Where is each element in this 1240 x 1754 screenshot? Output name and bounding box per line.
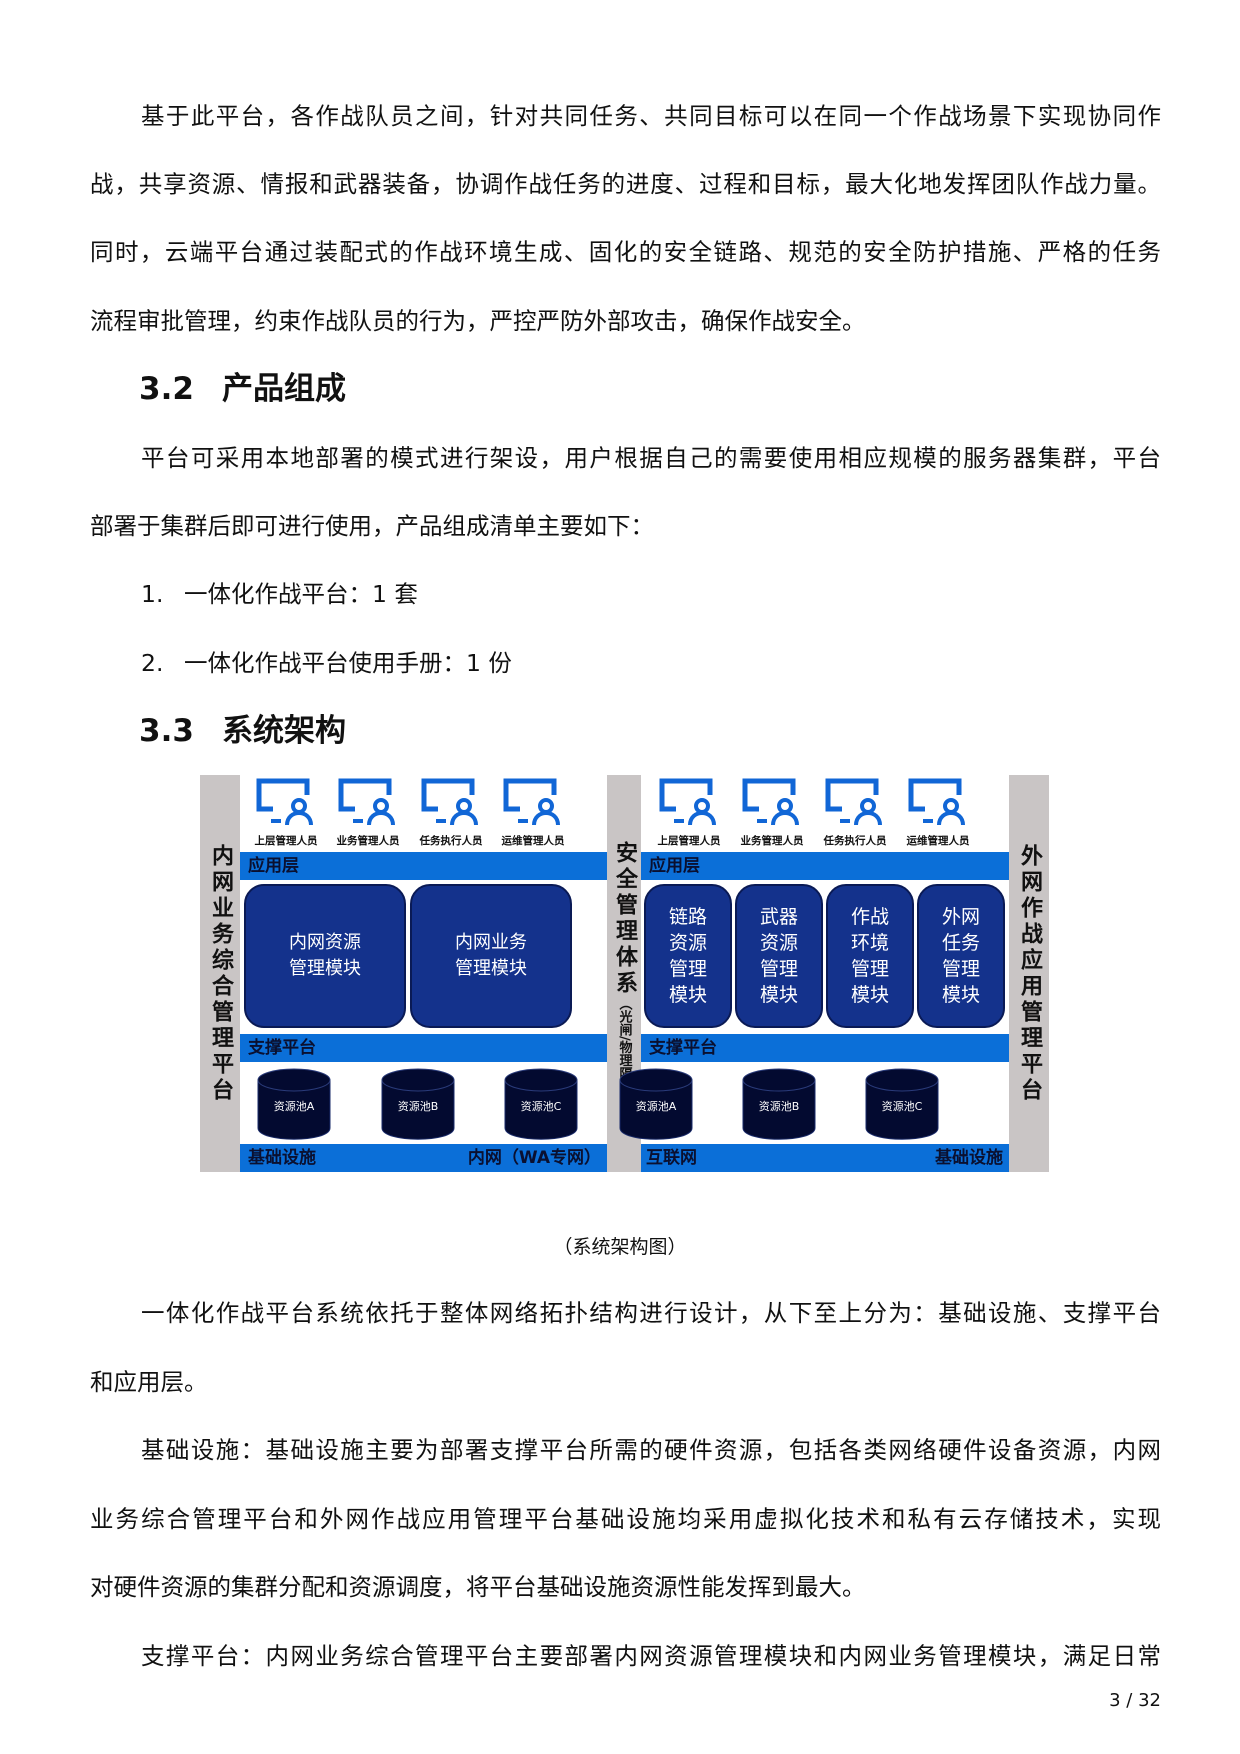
user-role: 业务管理人员 bbox=[328, 777, 408, 848]
user-role-label: 运维管理人员 bbox=[906, 835, 970, 847]
resource-pool-label: 资源池A bbox=[273, 1100, 315, 1113]
page-number: 3 / 32 bbox=[1109, 1690, 1161, 1711]
monitor-user-icon bbox=[421, 778, 478, 826]
database-cylinder-icon bbox=[504, 1068, 578, 1140]
list-number: 2. bbox=[141, 649, 164, 677]
bar-label: 支撑平台 bbox=[649, 1038, 717, 1058]
resource-pool: 资源池C bbox=[865, 1068, 939, 1140]
monitor-user-icon bbox=[659, 778, 716, 826]
user-role: 任务执行人员 bbox=[411, 777, 491, 848]
paragraph-line: 同时，云端平台通过装配式的作战环境生成、固化的安全链路、规范的安全防护措施、严格… bbox=[90, 238, 1161, 266]
paragraph-line: 部署于集群后即可进行使用，产品组成清单主要如下： bbox=[90, 512, 654, 540]
monitor-user-icon bbox=[503, 778, 560, 826]
side-label: 外网作战应用管理平台 bbox=[1017, 843, 1042, 1104]
section-title: 产品组成 bbox=[222, 371, 346, 407]
paragraph-line: 基于此平台，各作战队员之间，针对共同任务、共同目标可以在同一个作战场景下实现协同… bbox=[141, 102, 1161, 130]
paragraph-line: 战，共享资源、情报和武器装备，协调作战任务的进度、过程和目标，最大化地发挥团队作… bbox=[90, 170, 1161, 198]
user-role-label: 运维管理人员 bbox=[501, 835, 565, 847]
paragraph-line: 基础设施：基础设施主要为部署支撑平台所需的硬件资源，包括各类网络硬件设备资源，内… bbox=[141, 1436, 1161, 1464]
user-role-label: 业务管理人员 bbox=[336, 835, 400, 847]
monitor-user-icon bbox=[742, 778, 799, 826]
app-layer-bar: 应用层 bbox=[240, 852, 607, 880]
system-architecture-diagram: 内网业务综合管理平台 安全管理体系 （光闸/物理隔离） 外网作战应用管理平台 上… bbox=[200, 775, 1049, 1172]
user-role: 运维管理人员 bbox=[493, 777, 573, 848]
section-title: 系统架构 bbox=[222, 713, 346, 749]
bar-label: 基础设施 bbox=[935, 1148, 1003, 1168]
paragraph-line: 平台可采用本地部署的模式进行架设，用户根据自己的需要使用相应规模的服务器集群，平… bbox=[141, 444, 1161, 472]
resource-pool: 资源池A bbox=[619, 1068, 693, 1140]
module-box: 外网 任务 管理 模块 bbox=[917, 884, 1005, 1028]
resource-pool: 资源池C bbox=[504, 1068, 578, 1140]
database-cylinder-icon bbox=[619, 1068, 693, 1140]
bar-label: 应用层 bbox=[248, 856, 299, 876]
user-role-label: 任务执行人员 bbox=[823, 835, 887, 847]
list-item: 一体化作战平台：1 套 bbox=[184, 580, 418, 608]
paragraph-line: 和应用层。 bbox=[90, 1368, 208, 1396]
user-role: 上层管理人员 bbox=[246, 777, 326, 848]
network-label: 互联网 bbox=[646, 1148, 697, 1168]
section-number: 3.2 bbox=[139, 371, 194, 407]
list-item: 一体化作战平台使用手册：1 份 bbox=[184, 649, 512, 677]
user-role: 业务管理人员 bbox=[732, 777, 812, 848]
database-cylinder-icon bbox=[742, 1068, 816, 1140]
resource-pool: 资源池B bbox=[742, 1068, 816, 1140]
support-platform-bar: 支撑平台 bbox=[240, 1034, 607, 1062]
module-box: 作战 环境 管理 模块 bbox=[826, 884, 914, 1028]
extranet-platform-band: 外网作战应用管理平台 bbox=[1009, 775, 1049, 1172]
network-label: 内网（WA专网） bbox=[467, 1148, 601, 1168]
paragraph-line: 流程审批管理，约束作战队员的行为，严控严防外部攻击，确保作战安全。 bbox=[90, 307, 866, 335]
module-box: 内网业务 管理模块 bbox=[410, 884, 572, 1028]
infrastructure-bar: 基础设施 内网（WA专网） bbox=[240, 1144, 607, 1172]
resource-pool: 资源池B bbox=[381, 1068, 455, 1140]
resource-pool-label: 资源池B bbox=[397, 1100, 439, 1113]
database-cylinder-icon bbox=[381, 1068, 455, 1140]
paragraph-line: 业务综合管理平台和外网作战应用管理平台基础设施均采用虚拟化技术和私有云存储技术，… bbox=[90, 1505, 1161, 1533]
resource-pool-label: 资源池C bbox=[520, 1100, 562, 1113]
paragraph-line: 一体化作战平台系统依托于整体网络拓扑结构进行设计，从下至上分为：基础设施、支撑平… bbox=[141, 1299, 1161, 1327]
resource-pool-label: 资源池B bbox=[758, 1100, 800, 1113]
intranet-platform-band: 内网业务综合管理平台 bbox=[200, 775, 240, 1172]
module-box: 内网资源 管理模块 bbox=[244, 884, 406, 1028]
user-role-label: 上层管理人员 bbox=[657, 835, 721, 847]
side-label: 安全管理体系 bbox=[612, 841, 637, 998]
module-box: 武器 资源 管理 模块 bbox=[735, 884, 823, 1028]
monitor-user-icon bbox=[338, 778, 395, 826]
user-role-label: 业务管理人员 bbox=[740, 835, 804, 847]
user-role: 上层管理人员 bbox=[649, 777, 729, 848]
paragraph-line: 支撑平台：内网业务综合管理平台主要部署内网资源管理模块和内网业务管理模块，满足日… bbox=[141, 1642, 1161, 1670]
paragraph-line: 对硬件资源的集群分配和资源调度，将平台基础设施资源性能发挥到最大。 bbox=[90, 1573, 866, 1601]
app-layer-bar: 应用层 bbox=[641, 852, 1009, 880]
database-cylinder-icon bbox=[865, 1068, 939, 1140]
resource-pool-label: 资源池C bbox=[881, 1100, 923, 1113]
resource-pool: 资源池A bbox=[257, 1068, 331, 1140]
list-number: 1. bbox=[141, 580, 164, 608]
monitor-user-icon bbox=[908, 778, 965, 826]
support-platform-bar: 支撑平台 bbox=[641, 1034, 1009, 1062]
resource-pool-label: 资源池A bbox=[635, 1100, 677, 1113]
bar-label: 支撑平台 bbox=[248, 1038, 316, 1058]
figure-caption: （系统架构图） bbox=[553, 1236, 687, 1258]
module-box: 链路 资源 管理 模块 bbox=[644, 884, 732, 1028]
bar-label: 应用层 bbox=[649, 856, 700, 876]
side-label: 内网业务综合管理平台 bbox=[208, 843, 233, 1104]
user-role: 运维管理人员 bbox=[898, 777, 978, 848]
section-number: 3.3 bbox=[139, 713, 194, 749]
user-role-label: 任务执行人员 bbox=[419, 835, 483, 847]
user-role: 任务执行人员 bbox=[815, 777, 895, 848]
monitor-user-icon bbox=[256, 778, 313, 826]
database-cylinder-icon bbox=[257, 1068, 331, 1140]
user-role-label: 上层管理人员 bbox=[254, 835, 318, 847]
bar-label: 基础设施 bbox=[248, 1148, 316, 1168]
infrastructure-bar: 互联网 基础设施 bbox=[641, 1144, 1009, 1172]
monitor-user-icon bbox=[825, 778, 882, 826]
